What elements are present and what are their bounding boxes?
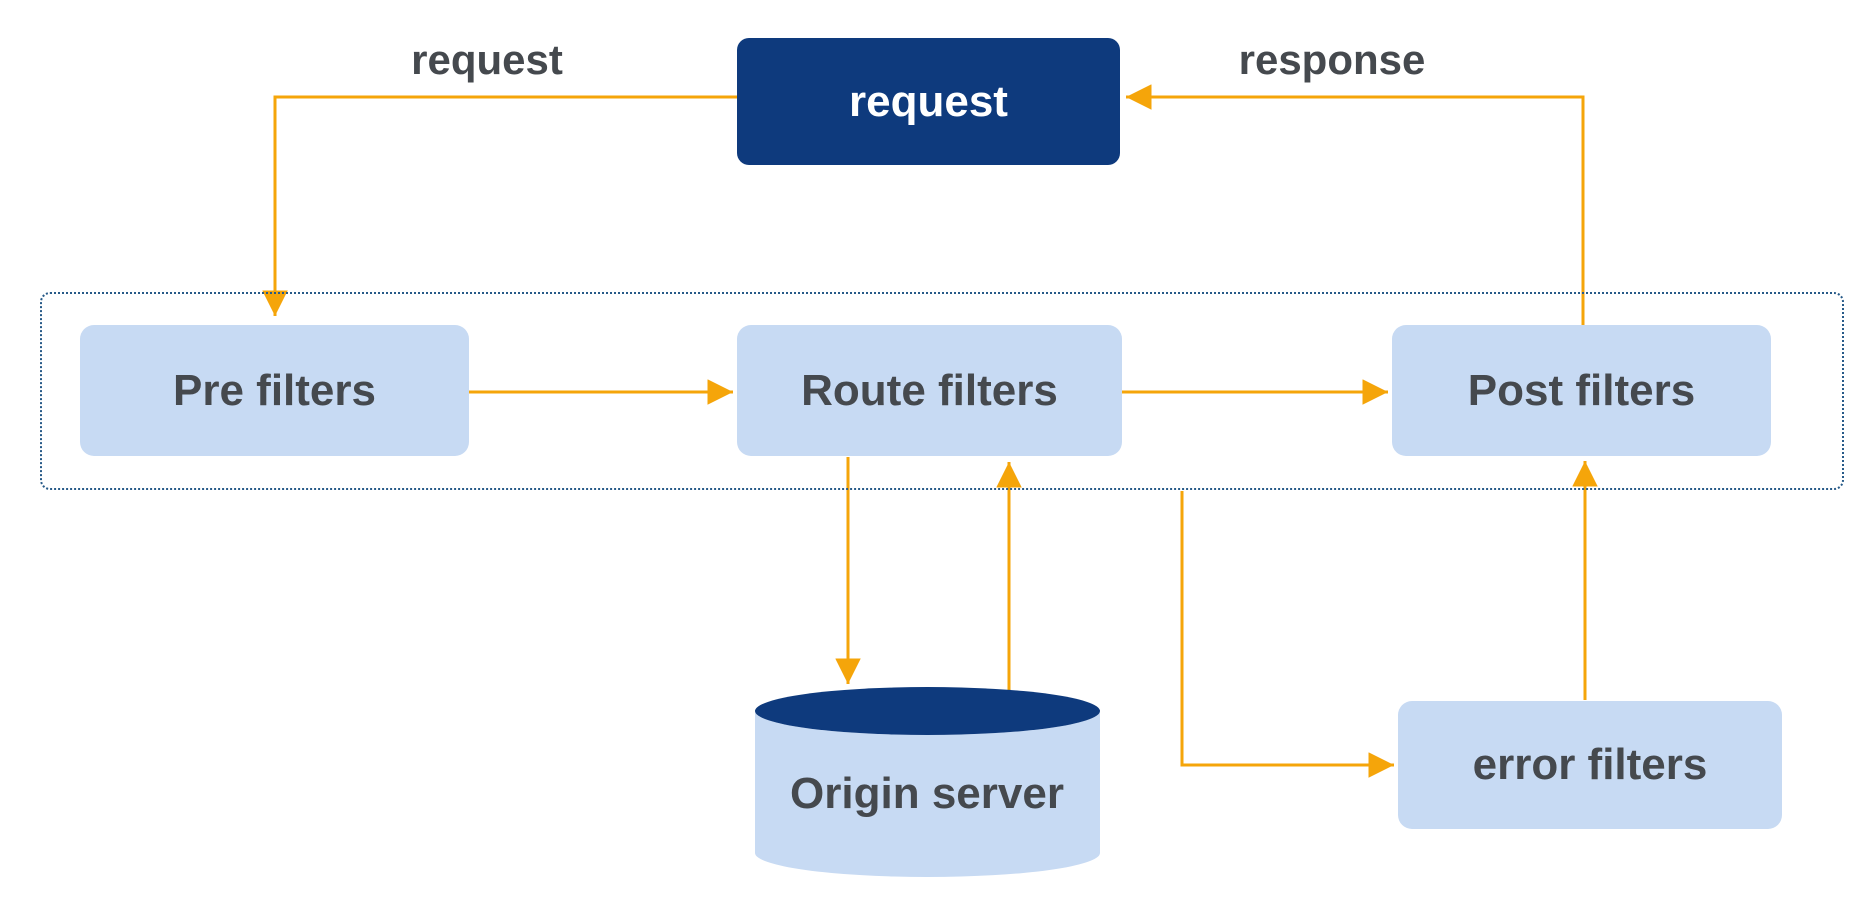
node-pre-filters-label: Pre filters bbox=[173, 365, 376, 415]
filter-container-border bbox=[40, 292, 1844, 490]
node-pre-filters: Pre filters bbox=[80, 325, 469, 456]
node-error-filters: error filters bbox=[1398, 701, 1782, 829]
node-request: request bbox=[737, 38, 1120, 165]
cylinder-body bbox=[755, 711, 1101, 877]
edge-container-to-error-filters bbox=[1180, 491, 1394, 778]
node-route-filters-label: Route filters bbox=[801, 365, 1058, 415]
flow-label-response: response bbox=[1238, 36, 1426, 83]
edge-request-to-pre-filters bbox=[262, 95, 737, 316]
node-request-label: request bbox=[849, 76, 1008, 126]
node-route-filters: Route filters bbox=[737, 325, 1122, 456]
origin-server-cylinder bbox=[755, 687, 1101, 877]
node-post-filters-label: Post filters bbox=[1467, 365, 1696, 415]
node-error-filters-label: error filters bbox=[1472, 740, 1708, 789]
node-origin-server-label: Origin server bbox=[790, 769, 1064, 818]
node-post-filters: Post filters bbox=[1392, 325, 1771, 456]
edge-post-filters-to-request-response bbox=[1126, 84, 1585, 325]
cylinder-top bbox=[755, 687, 1100, 735]
flow-label-request: request bbox=[411, 36, 563, 83]
